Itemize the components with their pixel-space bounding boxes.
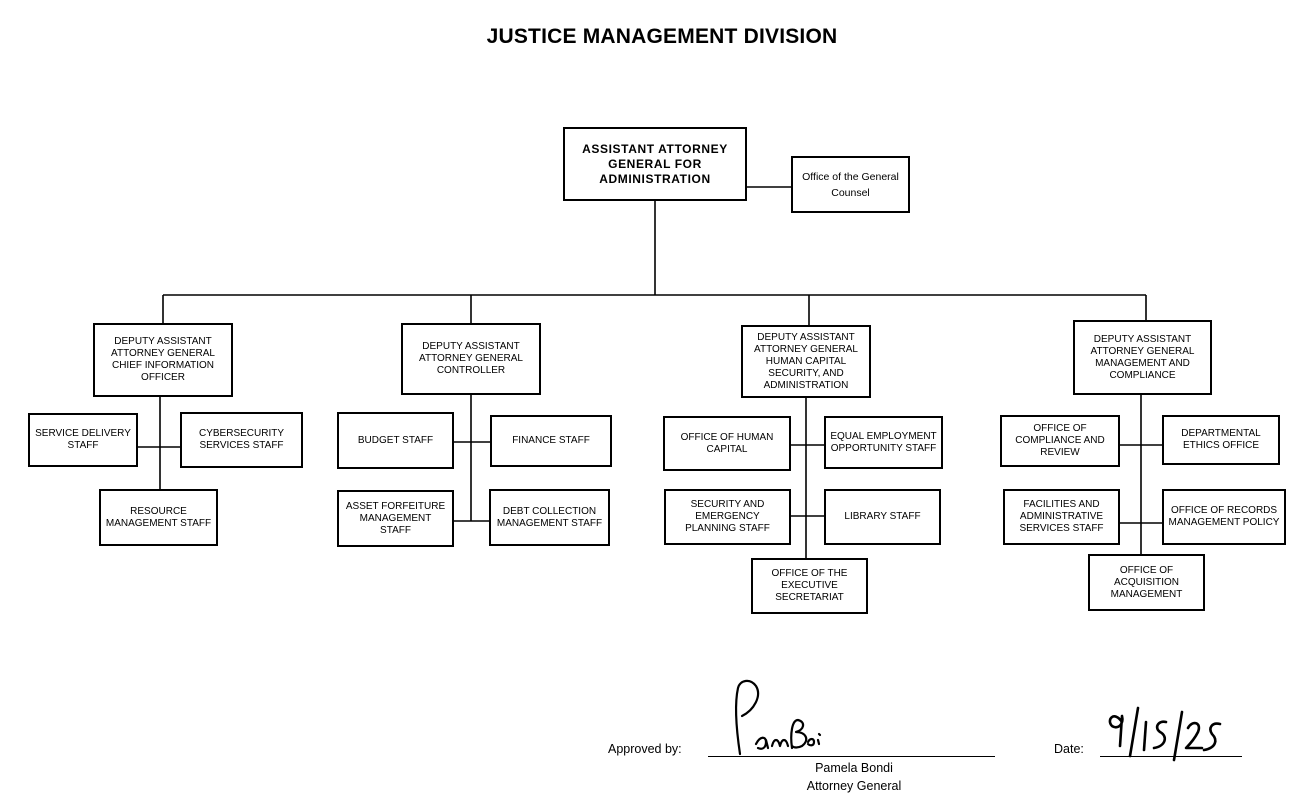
human-capital-box: OFFICE OF HUMAN CAPITAL [663,416,791,471]
service-delivery-label: SERVICE DELIVERY STAFF [35,428,131,451]
approved-by-label: Approved by: [608,742,682,756]
acquisition-management-box: OFFICE OF ACQUISITION MANAGEMENT [1088,554,1205,611]
deputy-hcsa-label: DEPUTY ASSISTANT ATTORNEY GENERAL HUMAN … [754,331,858,391]
human-capital-label: OFFICE OF HUMAN CAPITAL [680,431,774,455]
resource-management-box: RESOURCE MANAGEMENT STAFF [99,489,218,546]
budget-staff-box: BUDGET STAFF [337,412,454,469]
general-counsel-label: Office of the General Counsel [802,170,899,199]
facilities-admin-label: FACILITIES AND ADMINISTRATIVE SERVICES S… [1019,499,1104,534]
signer-name: Pamela Bondi [815,761,893,775]
deputy-cio-label: DEPUTY ASSISTANT ATTORNEY GENERAL CHIEF … [111,336,215,383]
debt-collection-label: DEBT COLLECTION MANAGEMENT STAFF [496,505,603,529]
ethics-office-box: DEPARTMENTAL ETHICS OFFICE [1162,415,1280,465]
asset-forfeiture-label: ASSET FORFEITURE MANAGEMENT STAFF [345,500,446,536]
signature-image [734,679,822,756]
cybersecurity-label: CYBERSECURITY SERVICES STAFF [198,428,284,451]
acquisition-management-label: OFFICE OF ACQUISITION MANAGEMENT [1110,564,1183,600]
deputy-mc-label: DEPUTY ASSISTANT ATTORNEY GENERAL MANAGE… [1090,333,1195,381]
finance-staff-box: FINANCE STAFF [490,415,612,467]
signer-title: Attorney General [806,779,902,793]
facilities-admin-box: FACILITIES AND ADMINISTRATIVE SERVICES S… [1003,489,1120,545]
records-policy-label: OFFICE OF RECORDS MANAGEMENT POLICY [1168,505,1280,528]
service-delivery-box: SERVICE DELIVERY STAFF [28,413,138,467]
records-policy-box: OFFICE OF RECORDS MANAGEMENT POLICY [1162,489,1286,545]
date-label: Date: [1054,742,1084,756]
deputy-cio-box: DEPUTY ASSISTANT ATTORNEY GENERAL CHIEF … [93,323,233,397]
security-emergency-label: SECURITY AND EMERGENCY PLANNING STAFF [685,499,770,534]
budget-staff-label: BUDGET STAFF [357,434,434,446]
deputy-hcsa-box: DEPUTY ASSISTANT ATTORNEY GENERAL HUMAN … [741,325,871,398]
deputy-controller-label: DEPUTY ASSISTANT ATTORNEY GENERAL CONTRO… [419,341,523,376]
date-line [1100,756,1242,757]
aag-administration-label: ASSISTANT ATTORNEY GENERAL FOR ADMINISTR… [582,141,728,186]
eeo-staff-box: EQUAL EMPLOYMENT OPPORTUNITY STAFF [824,416,943,469]
library-staff-box: LIBRARY STAFF [824,489,941,545]
signature-line [708,756,995,757]
debt-collection-box: DEBT COLLECTION MANAGEMENT STAFF [489,489,610,546]
security-emergency-box: SECURITY AND EMERGENCY PLANNING STAFF [664,489,791,545]
chart-title: JUSTICE MANAGEMENT DIVISION [486,25,838,48]
compliance-review-label: OFFICE OF COMPLIANCE AND REVIEW [1015,423,1105,458]
executive-secretariat-box: OFFICE OF THE EXECUTIVE SECRETARIAT [751,558,868,614]
deputy-controller-box: DEPUTY ASSISTANT ATTORNEY GENERAL CONTRO… [401,323,541,395]
executive-secretariat-label: OFFICE OF THE EXECUTIVE SECRETARIAT [771,568,848,603]
finance-staff-label: FINANCE STAFF [512,435,590,446]
asset-forfeiture-box: ASSET FORFEITURE MANAGEMENT STAFF [337,490,454,547]
signer-block: Pamela Bondi Attorney General [784,759,924,795]
compliance-review-box: OFFICE OF COMPLIANCE AND REVIEW [1000,415,1120,467]
ethics-office-label: DEPARTMENTAL ETHICS OFFICE [1181,428,1261,451]
aag-administration-box: ASSISTANT ATTORNEY GENERAL FOR ADMINISTR… [563,127,747,201]
cybersecurity-box: CYBERSECURITY SERVICES STAFF [180,412,303,468]
resource-management-label: RESOURCE MANAGEMENT STAFF [105,505,212,529]
general-counsel-box: Office of the General Counsel [791,156,910,213]
library-staff-label: LIBRARY STAFF [844,511,921,522]
handwritten-date [1108,706,1222,762]
deputy-mc-box: DEPUTY ASSISTANT ATTORNEY GENERAL MANAGE… [1073,320,1212,395]
eeo-staff-label: EQUAL EMPLOYMENT OPPORTUNITY STAFF [830,430,937,454]
